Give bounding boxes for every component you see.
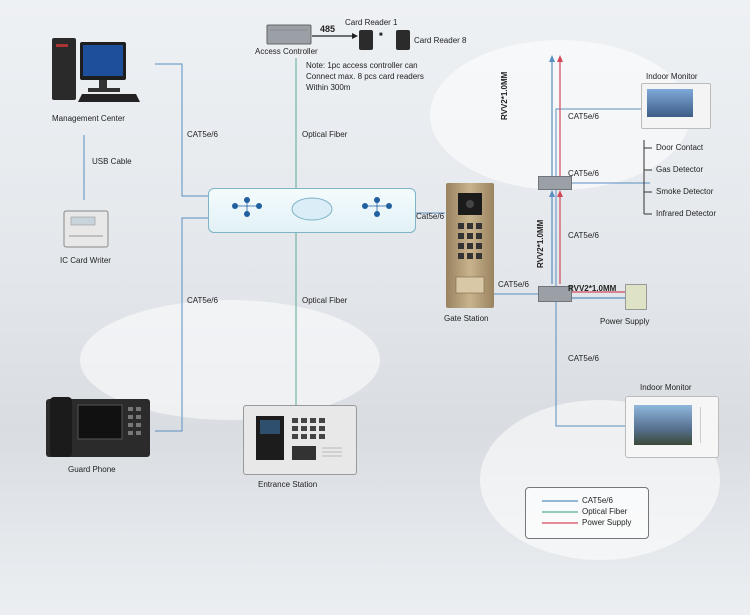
rvv-label-horizontal: RVV2*1.0MM	[568, 284, 617, 293]
ic-card-writer-label: IC Card Writer	[60, 256, 111, 265]
sensor-bracket	[643, 140, 652, 215]
cat5e-gate-out-label: CAT5e/6	[498, 280, 529, 289]
bus-485-label: 485	[320, 24, 336, 34]
indoor-monitor-bottom-label: Indoor Monitor	[640, 383, 692, 392]
power-arrows	[549, 55, 563, 197]
indoor-monitor-bottom-icon	[625, 396, 719, 458]
cat5e-gate-label: Cat5e/6	[416, 212, 445, 221]
guard-phone-icon	[44, 395, 154, 459]
access-controller-label: Access Controller	[255, 47, 318, 56]
indoor-monitor-top-icon	[641, 83, 711, 129]
cat5e-guard-line	[155, 217, 210, 432]
computer-icon	[48, 36, 144, 106]
cat5e-r4-label: CAT5e/6	[568, 354, 599, 363]
note-line-1: Note: 1pc access controller can	[306, 61, 418, 70]
indoor-monitor-top-label: Indoor Monitor	[646, 72, 698, 81]
gate-station-label: Gate Station	[444, 314, 489, 323]
fiber-top-label: Optical Fiber	[302, 130, 348, 139]
card-reader-icon	[396, 30, 410, 50]
card-reader-8-label: Card Reader 8	[414, 36, 467, 45]
monitor-screen	[634, 405, 692, 445]
switch-cluster-left	[232, 197, 262, 217]
note-line-3: Within 300m	[306, 83, 351, 92]
distributor-box	[538, 176, 572, 190]
rvv-label-mid: RVV2*1.0MM	[536, 219, 545, 268]
bus-485-arrow	[352, 33, 358, 39]
rvv-label-top: RVV2*1.0MM	[500, 71, 509, 120]
access-controller-icon	[266, 24, 312, 45]
card-reader-1-label: Card Reader 1	[345, 18, 398, 27]
management-center-label: Management Center	[52, 114, 125, 123]
entrance-station-icon	[243, 405, 357, 475]
legend-label-power: Power Supply	[582, 518, 632, 527]
sensor-smoke-detector: Smoke Detector	[656, 187, 714, 196]
cat5e-r1-line	[555, 108, 641, 180]
usb-cable-label: USB Cable	[92, 157, 132, 166]
fiber-bottom-label: Optical Fiber	[302, 296, 348, 305]
guard-phone-label: Guard Phone	[68, 465, 116, 474]
cat5e-mgmt-label: CAT5e/6	[187, 130, 218, 139]
sensor-door-contact: Door Contact	[656, 143, 704, 152]
monitor-button-strip	[700, 407, 709, 443]
gate-station-icon	[446, 183, 494, 308]
legend-label-fiber: Optical Fiber	[582, 507, 628, 516]
cat5e-mgmt-line	[155, 63, 210, 197]
cat5e-r4-line	[555, 300, 625, 427]
ellipsis-marker: ■	[379, 32, 383, 38]
card-reader-icon	[359, 30, 373, 50]
note-line-2: Connect max. 8 pcs card readers	[306, 72, 424, 81]
power-supply-icon	[625, 284, 647, 310]
sensor-infrared-detector: Infrared Detector	[656, 209, 717, 218]
legend: CAT5e/6 Optical Fiber Power Supply	[525, 487, 649, 539]
sensor-gas-detector: Gas Detector	[656, 165, 704, 174]
cat5e-r1-label: CAT5e/6	[568, 112, 599, 121]
card-writer-icon	[63, 210, 109, 248]
cat5e-r2-label: CAT5e/6	[568, 169, 599, 178]
distributor-box	[538, 286, 572, 302]
monitor-screen	[647, 89, 693, 117]
entrance-station-label: Entrance Station	[258, 480, 318, 489]
legend-label-cat5e: CAT5e/6	[582, 496, 613, 505]
cat5e-guard-label: CAT5e/6	[187, 296, 218, 305]
power-supply-label: Power Supply	[600, 317, 650, 326]
network-switch-panel	[208, 188, 416, 233]
cat5e-r3-label: CAT5e/6	[568, 231, 599, 240]
